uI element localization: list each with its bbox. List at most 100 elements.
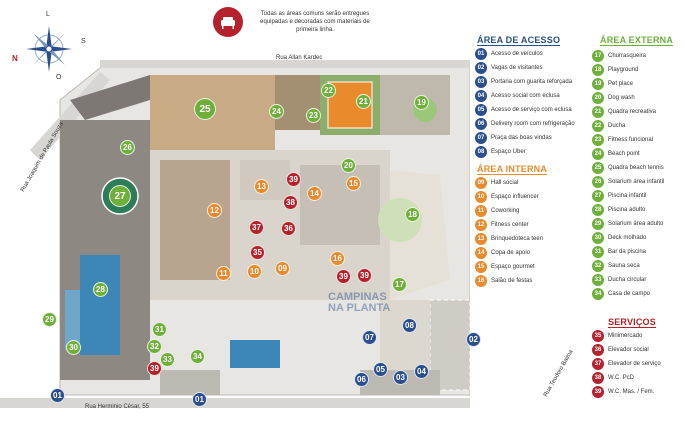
watermark-line1: CAMPINAS bbox=[328, 291, 387, 303]
map-marker[interactable]: 39 bbox=[147, 361, 162, 376]
map-marker[interactable]: 27 bbox=[109, 185, 131, 207]
map-marker[interactable]: 36 bbox=[281, 221, 296, 236]
site-plan bbox=[0, 60, 470, 408]
map-marker[interactable]: 30 bbox=[66, 340, 81, 355]
notice-text: Todas as áreas comuns serão entregues eq… bbox=[260, 11, 370, 33]
watermark: CAMPINAS NA PLANTA bbox=[328, 292, 390, 314]
map-marker[interactable]: 39 bbox=[286, 172, 301, 187]
map-marker[interactable]: 05 bbox=[373, 362, 388, 377]
map-marker[interactable]: 07 bbox=[362, 330, 377, 345]
map-marker[interactable]: 18 bbox=[405, 207, 420, 222]
watermark-line2: NA PLANTA bbox=[328, 302, 391, 314]
compass: L S N O bbox=[12, 11, 86, 84]
map-marker[interactable]: 01 bbox=[50, 388, 65, 403]
compass-n: N bbox=[12, 54, 18, 63]
street-right: Rua Teodoro Baima bbox=[543, 349, 575, 398]
map-marker[interactable]: 09 bbox=[275, 261, 290, 276]
street-top: Rua Allan Kardec bbox=[276, 55, 323, 61]
map-marker[interactable]: 15 bbox=[346, 176, 361, 191]
legend-external-title: ÁREA EXTERNA bbox=[600, 35, 674, 46]
map-marker[interactable]: 31 bbox=[152, 322, 167, 337]
map-marker[interactable]: 38 bbox=[283, 195, 298, 210]
map-marker[interactable]: 39 bbox=[336, 269, 351, 284]
compass-rose-icon bbox=[26, 26, 72, 72]
notice-icon bbox=[213, 7, 243, 37]
compass-o: O bbox=[56, 74, 62, 81]
map-marker[interactable]: 11 bbox=[216, 266, 231, 281]
map-marker[interactable]: 23 bbox=[306, 108, 321, 123]
map-marker[interactable]: 13 bbox=[254, 179, 269, 194]
map-marker[interactable]: 14 bbox=[307, 186, 322, 201]
map-marker[interactable]: 35 bbox=[250, 245, 265, 260]
map-marker[interactable]: 03 bbox=[393, 370, 408, 385]
map-marker[interactable]: 34 bbox=[190, 349, 205, 364]
map-marker[interactable]: 20 bbox=[341, 158, 356, 173]
compass-s: S bbox=[81, 38, 86, 45]
map-marker[interactable]: 08 bbox=[402, 318, 417, 333]
map-marker[interactable]: 17 bbox=[392, 277, 407, 292]
map-marker[interactable]: 24 bbox=[269, 104, 284, 119]
map-marker[interactable]: 26 bbox=[120, 140, 135, 155]
legend-access-title: ÁREA DE ACESSO bbox=[477, 35, 561, 46]
map-marker[interactable]: 06 bbox=[354, 372, 369, 387]
street-bottom: Rua Herminio César, 55 bbox=[85, 404, 150, 410]
legend-internal-title: ÁREA INTERNA bbox=[477, 164, 548, 175]
map-marker[interactable]: 22 bbox=[321, 83, 336, 98]
compass-l: L bbox=[46, 11, 50, 18]
map-marker[interactable]: 37 bbox=[249, 220, 264, 235]
map-marker[interactable]: 25 bbox=[194, 98, 216, 120]
map-marker[interactable]: 21 bbox=[356, 94, 371, 109]
map-marker[interactable]: 02 bbox=[466, 332, 481, 347]
map-marker[interactable]: 04 bbox=[414, 364, 429, 379]
map-marker[interactable]: 32 bbox=[147, 339, 162, 354]
map-marker[interactable]: 10 bbox=[247, 264, 262, 279]
map-marker[interactable]: 33 bbox=[160, 352, 175, 367]
map-marker[interactable]: 12 bbox=[207, 203, 222, 218]
map-marker[interactable]: 28 bbox=[93, 282, 108, 297]
map-marker[interactable]: 01 bbox=[192, 392, 207, 407]
map-marker[interactable]: 29 bbox=[42, 312, 57, 327]
map-marker[interactable]: 19 bbox=[414, 95, 429, 110]
legend-services-title: SERVIÇOS bbox=[608, 317, 656, 328]
map-marker[interactable]: 16 bbox=[330, 251, 345, 266]
map-marker[interactable]: 39 bbox=[357, 268, 372, 283]
